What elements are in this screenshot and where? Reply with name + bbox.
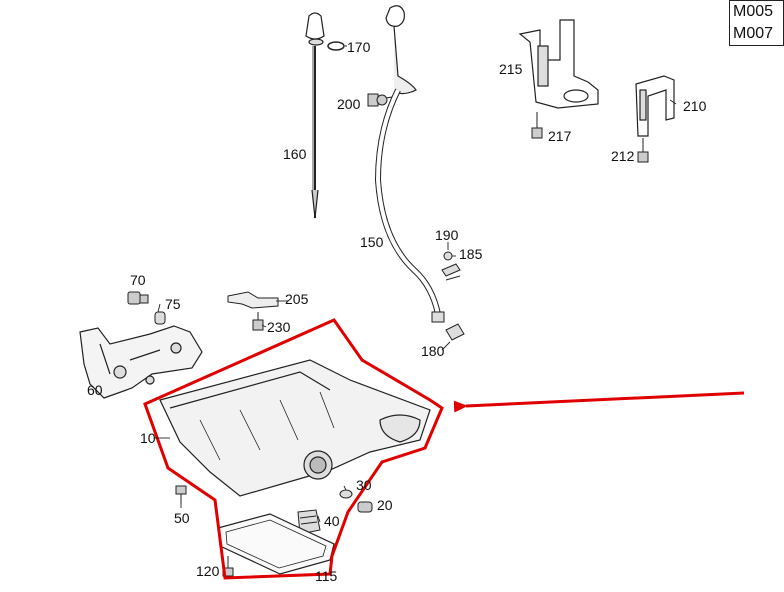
bolt-212 xyxy=(637,138,649,163)
engine-mount-60 xyxy=(79,325,203,399)
callout-190: 190 xyxy=(435,227,459,243)
callout-160: 160 xyxy=(283,146,307,162)
bolt-70 xyxy=(127,291,149,305)
dipstick-guide-tube xyxy=(374,5,445,323)
drain-plug-20 xyxy=(357,501,373,513)
filter-40 xyxy=(297,509,321,535)
bolt-50 xyxy=(175,485,187,504)
callout-40: 40 xyxy=(324,513,340,529)
highlight-outline xyxy=(143,318,444,580)
model-code-1: M005 xyxy=(733,3,774,20)
clip-185 xyxy=(441,251,461,281)
part-180 xyxy=(445,323,465,341)
callout-200: 200 xyxy=(337,96,361,112)
callout-75: 75 xyxy=(165,296,181,312)
callout-230: 230 xyxy=(267,319,291,335)
model-code-2: M007 xyxy=(733,25,774,42)
leader-lines xyxy=(154,45,677,523)
dipstick xyxy=(305,12,325,219)
bolt-200 xyxy=(367,93,393,107)
seal-ring-170 xyxy=(327,41,347,51)
oil-pan xyxy=(159,359,431,497)
callout-180: 180 xyxy=(421,343,445,359)
callout-115: 115 xyxy=(315,568,338,584)
callout-50: 50 xyxy=(174,510,190,526)
callout-30: 30 xyxy=(356,477,372,493)
model-code-box: M005 M007 xyxy=(729,0,784,46)
highlight-arrow xyxy=(453,391,745,413)
plug-75 xyxy=(154,311,166,325)
callout-70: 70 xyxy=(130,272,146,288)
callout-205: 205 xyxy=(285,291,309,307)
callout-212: 212 xyxy=(611,148,635,164)
callout-210: 210 xyxy=(683,98,707,114)
callout-60: 60 xyxy=(87,382,103,398)
callout-150: 150 xyxy=(360,234,384,250)
callout-10: 10 xyxy=(140,430,156,446)
bolt-230 xyxy=(252,312,264,331)
callout-215: 215 xyxy=(499,61,523,77)
bracket-205 xyxy=(227,291,279,309)
callout-120: 120 xyxy=(196,563,220,579)
bolt-217 xyxy=(531,112,543,139)
callout-170: 170 xyxy=(347,39,371,55)
bracket-215 xyxy=(518,19,599,109)
seal-30 xyxy=(339,489,353,499)
callout-217: 217 xyxy=(548,128,572,144)
callout-20: 20 xyxy=(377,497,393,513)
callout-185: 185 xyxy=(459,246,483,262)
bracket-210 xyxy=(635,75,675,137)
